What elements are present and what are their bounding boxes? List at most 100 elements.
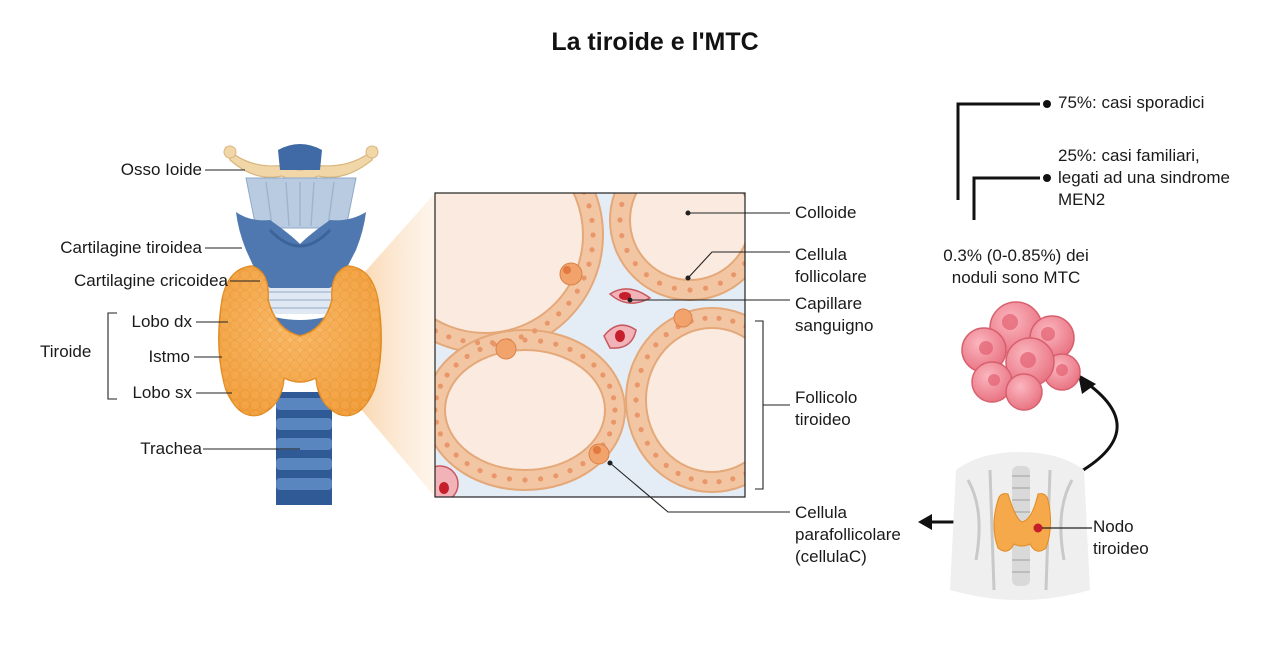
follicular-cell-nucleus: [624, 187, 629, 192]
follicular-cell-nucleus: [545, 144, 550, 149]
follicular-cell-nucleus: [383, 189, 388, 194]
follicular-cell-nucleus: [780, 427, 785, 432]
follicular-cell-nucleus: [756, 233, 761, 238]
follicular-cell-nucleus: [475, 125, 480, 130]
follicular-cell-nucleus: [634, 412, 640, 418]
parafollicular-cells: [495, 262, 693, 465]
label-cellula-follicolare: Cellula follicolare: [795, 245, 867, 286]
follicular-cell-nucleus: [420, 144, 425, 149]
label-capillare-sanguigno: Capillare sanguigno: [795, 294, 874, 335]
follicular-cell-nucleus: [731, 272, 737, 278]
follicular-cell-nucleus: [611, 395, 617, 401]
zoom-beam: [340, 193, 435, 497]
follicular-cell-nucleus: [755, 463, 760, 468]
follicular-cell-nucleus: [437, 383, 443, 389]
follicular-cell-nucleus: [717, 280, 724, 286]
label-lobo-sx: Lobo sx: [132, 383, 192, 402]
follicular-cell-nucleus: [581, 275, 587, 281]
follicular-cell-nucleus: [644, 440, 651, 446]
follicular-cell-nucleus: [532, 137, 537, 142]
follicular-cell-nucleus: [586, 203, 592, 209]
follicular-cell-nucleus: [730, 318, 736, 324]
follicular-cell-nucleus: [671, 285, 678, 291]
follicular-cell-nucleus: [703, 285, 709, 291]
follicular-cell-nucleus: [780, 368, 785, 373]
follicular-cell-nucleus: [522, 477, 528, 483]
label-casi-sporadici: 75%: casi sporadici: [1058, 93, 1205, 112]
follicle-bottom-left: [435, 329, 626, 491]
follicular-cell-nucleus: [703, 149, 708, 154]
follicular-cell-nucleus: [607, 431, 613, 437]
follicular-cell-nucleus: [506, 476, 512, 482]
mtc-tumor-cluster: [961, 301, 1081, 411]
follicular-cell-nucleus: [702, 479, 708, 485]
follicular-cell-nucleus: [460, 338, 466, 344]
follicular-cell-nucleus: [575, 176, 580, 181]
follicular-cell-nucleus: [663, 332, 669, 338]
label-tiroide: Tiroide: [40, 342, 92, 361]
follicular-cell-nucleus: [774, 441, 779, 446]
follicular-cell-nucleus: [490, 125, 495, 130]
follicular-cell-nucleus: [743, 470, 745, 476]
follicular-cell-nucleus: [766, 342, 771, 347]
follicular-cell-nucleus: [657, 154, 662, 159]
follicular-cell-nucleus: [589, 247, 595, 253]
follicular-cell-nucleus: [716, 315, 722, 321]
follicular-cell-nucleus: [730, 476, 736, 482]
follicular-cell-nucleus: [518, 334, 524, 340]
follicular-cell-nucleus: [435, 407, 438, 413]
follicular-cell-nucleus: [519, 131, 524, 136]
label-follicolo-tiroideo: Follicolo tiroideo: [795, 388, 858, 429]
follicular-cell-nucleus: [567, 346, 573, 352]
thyroid-anatomy-illustration: [218, 144, 382, 505]
follicular-cell-nucleus: [755, 332, 760, 337]
follicular-cell-nucleus: [619, 201, 625, 207]
follicular-cell-nucleus: [638, 367, 644, 373]
follicular-cell-nucleus: [375, 218, 380, 223]
follicular-cell-nucleus: [538, 338, 544, 344]
follicular-cell-nucleus: [742, 261, 745, 267]
follicular-cell-nucleus: [444, 372, 450, 378]
follicular-cell-nucleus: [581, 193, 587, 195]
follicular-cell-nucleus: [743, 324, 745, 330]
label-nodo-tiroideo: Nodo tiroideo: [1093, 517, 1149, 558]
label-lobo-dx: Lobo dx: [131, 312, 193, 331]
follicular-cell-nucleus: [633, 397, 639, 403]
follicular-cell-nucleus: [446, 131, 451, 136]
follicular-cell-nucleus: [556, 311, 562, 317]
follicular-cell-nucleus: [687, 287, 693, 293]
follicular-cell-nucleus: [657, 280, 663, 286]
follicular-cell-nucleus: [643, 272, 650, 278]
follicular-cell-nucleus: [766, 453, 771, 458]
follicular-cell-nucleus: [653, 452, 659, 458]
follicular-cell-nucleus: [617, 217, 623, 223]
follicular-cell-nucleus: [731, 163, 736, 168]
follicular-cell-nucleus: [672, 149, 677, 154]
follicular-cell-nucleus: [375, 247, 380, 252]
follicular-cell-nucleus: [774, 354, 779, 359]
follicular-cell-nucleus: [591, 362, 597, 368]
follicular-cell-nucleus: [409, 154, 414, 159]
follicular-cell-nucleus: [491, 473, 497, 479]
follicular-cell-nucleus: [567, 468, 573, 474]
neck-illustration: [950, 452, 1092, 600]
follicular-cell-nucleus: [378, 203, 383, 208]
follicular-cell-nucleus: [444, 442, 450, 448]
follicular-cell-nucleus: [399, 164, 404, 169]
follicular-cell-nucleus: [553, 473, 559, 479]
follicular-cell-nucleus: [675, 470, 681, 476]
follicular-cell-nucleus: [477, 468, 483, 474]
follicular-cell-nucleus: [653, 342, 659, 348]
follicular-cell-nucleus: [663, 462, 669, 468]
label-cellula-parafollicolare: Cellula parafollicolare (cellulaC): [795, 503, 901, 566]
follicular-cell-nucleus: [619, 233, 625, 239]
label-casi-familiari: 25%: casi familiari, legati ad una sindr…: [1058, 146, 1231, 209]
label-trachea: Trachea: [140, 439, 202, 458]
follicular-cell-nucleus: [702, 315, 708, 321]
follicular-cell-nucleus: [589, 217, 595, 223]
follicular-cell-nucleus: [751, 187, 756, 192]
follicular-cell-nucleus: [638, 427, 644, 433]
follicular-cell-nucleus: [590, 232, 596, 238]
follicular-cell-nucleus: [556, 154, 561, 159]
follicular-cell-nucleus: [435, 395, 439, 401]
